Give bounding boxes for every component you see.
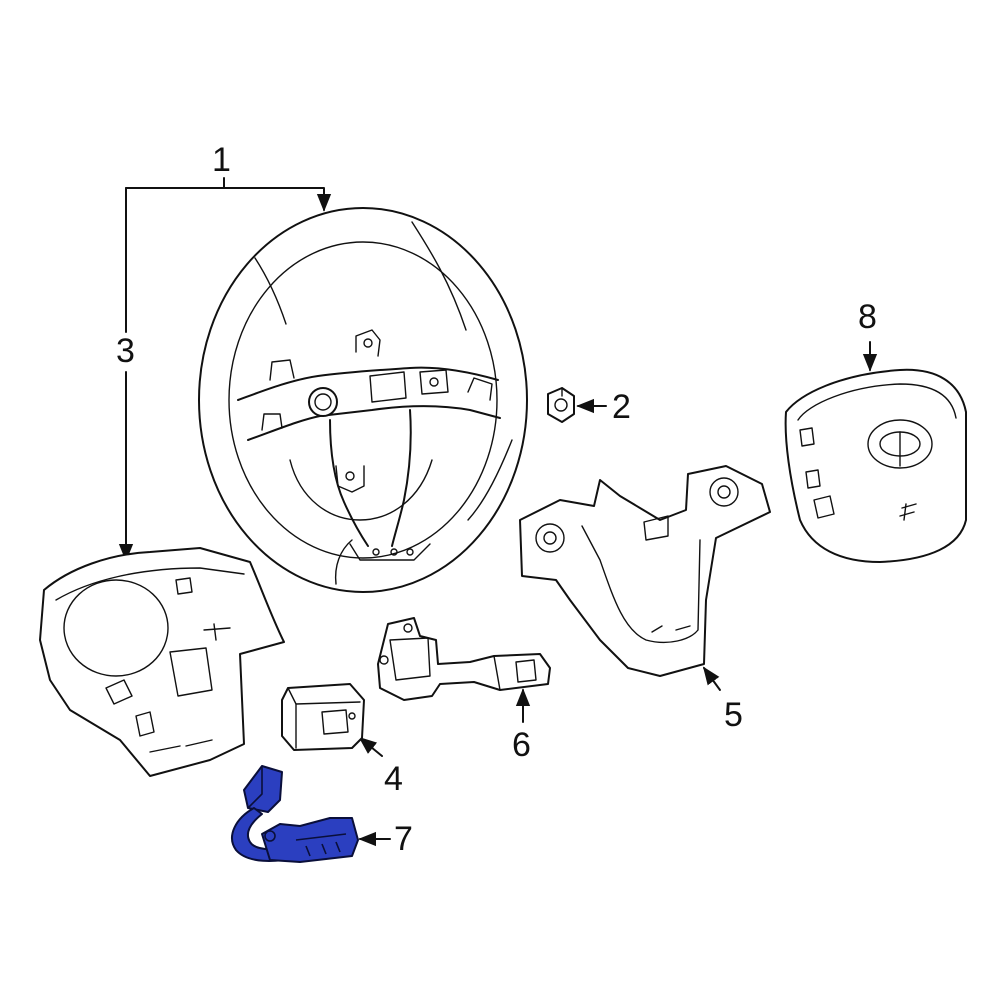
leader-lines: [125, 177, 878, 847]
part-8-airbag[interactable]: [784, 368, 967, 563]
part-3-lower-cover[interactable]: [39, 547, 285, 777]
leader-1-bracket: [125, 177, 324, 210]
part-1-steering-wheel[interactable]: [198, 207, 528, 593]
callout-4[interactable]: 4: [384, 760, 403, 798]
callout-7[interactable]: 7: [394, 820, 413, 858]
part-5-lower-garnish[interactable]: [519, 465, 771, 677]
part-4-switch[interactable]: [281, 683, 365, 751]
callout-6[interactable]: 6: [512, 726, 531, 764]
callout-2[interactable]: 2: [612, 388, 631, 426]
part-2-nut[interactable]: [547, 387, 575, 423]
part-6-cruise-switch[interactable]: [377, 617, 551, 701]
callout-5[interactable]: 5: [724, 696, 743, 734]
callout-3[interactable]: 3: [116, 332, 135, 370]
callout-8[interactable]: 8: [858, 298, 877, 336]
leader-5: [702, 666, 721, 691]
part-7-wiring-harness[interactable]: [231, 765, 359, 863]
leader-4: [358, 736, 383, 757]
callout-1[interactable]: 1: [212, 141, 231, 179]
